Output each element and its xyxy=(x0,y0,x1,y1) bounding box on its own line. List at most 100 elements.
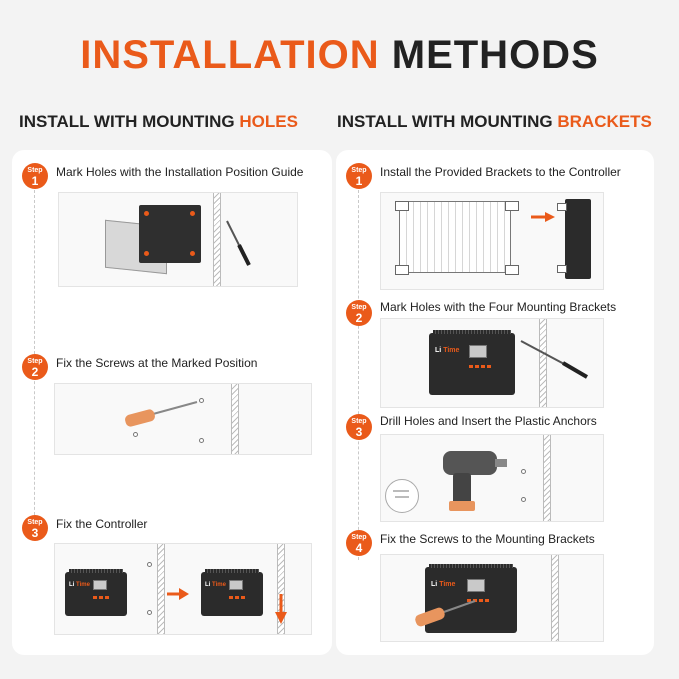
brand-logo: Li Time xyxy=(435,347,459,354)
drill-icon xyxy=(393,451,507,511)
left-heading: INSTALL WITH MOUNTING HOLES xyxy=(19,112,298,132)
bracket xyxy=(557,265,567,273)
brand-logo: Li Time xyxy=(431,581,455,588)
controller-rear-outline xyxy=(399,201,511,273)
screw xyxy=(199,398,204,403)
step-word: Step xyxy=(27,167,43,174)
brand-suffix: Time xyxy=(443,347,460,354)
arrow-right-icon xyxy=(167,588,189,600)
hole-mark xyxy=(190,211,195,216)
controller: Li Time xyxy=(65,569,127,616)
right-step-3-badge: Step 3 xyxy=(346,414,372,440)
right-step-4-label: Fix the Screws to the Mounting Brackets xyxy=(380,532,595,546)
wall xyxy=(551,555,559,641)
left-step-3-label: Fix the Controller xyxy=(56,517,148,531)
pencil-icon xyxy=(520,340,589,379)
bracket xyxy=(395,201,409,211)
left-step-2-badge: Step 2 xyxy=(22,354,48,380)
left-step-1-badge: Step 1 xyxy=(22,163,48,189)
pencil-icon xyxy=(226,220,251,266)
right-heading: INSTALL WITH MOUNTING BRACKETS xyxy=(337,112,652,132)
right-step-4-illustration: Li Time xyxy=(380,554,604,642)
controller-buttons xyxy=(93,596,111,599)
left-step-1-illustration xyxy=(58,192,298,287)
controller: Li Time xyxy=(429,330,515,395)
step-number: 1 xyxy=(31,174,39,188)
wall xyxy=(213,193,221,286)
bracket xyxy=(505,201,519,211)
right-timeline xyxy=(358,190,359,560)
step-number: 3 xyxy=(355,425,363,439)
controller-buttons xyxy=(229,596,247,599)
wall xyxy=(543,435,551,521)
wall xyxy=(277,544,285,634)
screw xyxy=(199,438,204,443)
step-number: 4 xyxy=(355,541,363,555)
right-step-1-badge: Step 1 xyxy=(346,163,372,189)
brand-prefix: Li xyxy=(69,582,75,588)
left-step-3-illustration: Li Time Li Time xyxy=(54,543,312,635)
controller-fins xyxy=(69,569,123,573)
left-step-3-badge: Step 3 xyxy=(22,515,48,541)
screw xyxy=(147,562,152,567)
title-part-1: INSTALLATION xyxy=(80,33,380,77)
step-number: 1 xyxy=(355,174,363,188)
controller-fins xyxy=(429,564,513,568)
left-step-1-label: Mark Holes with the Installation Positio… xyxy=(56,165,304,179)
brand-suffix: Time xyxy=(76,582,90,588)
left-step-2-label: Fix the Screws at the Marked Position xyxy=(56,356,258,370)
brand-prefix: Li xyxy=(435,347,442,354)
controller-buttons xyxy=(469,365,493,368)
step-number: 3 xyxy=(31,526,39,540)
screw-hole xyxy=(521,469,526,474)
controller-screen xyxy=(93,580,107,590)
controller-fins xyxy=(433,330,511,334)
controller: Li Time xyxy=(425,564,517,633)
controller-fins xyxy=(205,569,259,573)
controller-screen xyxy=(229,580,243,590)
step-number: 2 xyxy=(31,365,39,379)
right-step-2-badge: Step 2 xyxy=(346,300,372,326)
screw xyxy=(147,610,152,615)
step-number: 2 xyxy=(355,311,363,325)
brand-suffix: Time xyxy=(212,582,226,588)
left-heading-accent: HOLES xyxy=(239,112,298,131)
screwdriver-icon xyxy=(415,600,476,627)
right-heading-prefix: INSTALL WITH MOUNTING xyxy=(337,112,553,131)
left-panel: Step 1 Mark Holes with the Installation … xyxy=(12,150,332,655)
bracket xyxy=(505,265,519,275)
hole-mark xyxy=(144,251,149,256)
step-word: Step xyxy=(351,167,367,174)
screw-hole xyxy=(521,497,526,502)
right-step-2-illustration: Li Time xyxy=(380,318,604,408)
right-step-3-illustration xyxy=(380,434,604,522)
right-step-3-label: Drill Holes and Insert the Plastic Ancho… xyxy=(380,414,597,428)
brand-prefix: Li xyxy=(205,582,211,588)
hole-mark xyxy=(144,211,149,216)
controller: Li Time xyxy=(201,569,263,616)
brand-logo: Li Time xyxy=(205,582,226,588)
wall xyxy=(157,544,165,634)
arrow-down-icon xyxy=(275,594,287,624)
step-word: Step xyxy=(351,534,367,541)
brand-prefix: Li xyxy=(431,581,438,588)
controller-back xyxy=(139,205,201,263)
right-step-2-label: Mark Holes with the Four Mounting Bracke… xyxy=(380,300,617,314)
controller-screen xyxy=(467,579,485,592)
step-word: Step xyxy=(351,304,367,311)
screwdriver-icon xyxy=(125,401,198,427)
arrow-right-icon xyxy=(531,212,555,222)
step-word: Step xyxy=(27,358,43,365)
right-heading-accent: BRACKETS xyxy=(557,112,652,131)
right-step-1-illustration xyxy=(380,192,604,290)
right-step-1-label: Install the Provided Brackets to the Con… xyxy=(380,165,621,179)
left-heading-prefix: INSTALL WITH MOUNTING xyxy=(19,112,235,131)
page-title: INSTALLATION METHODS xyxy=(0,32,679,78)
controller-buttons xyxy=(467,599,491,602)
controller-screen xyxy=(469,345,487,358)
hole-mark xyxy=(190,251,195,256)
wall xyxy=(231,384,239,454)
title-part-2: METHODS xyxy=(391,33,599,77)
right-panel: Step 1 Install the Provided Brackets to … xyxy=(336,150,654,655)
